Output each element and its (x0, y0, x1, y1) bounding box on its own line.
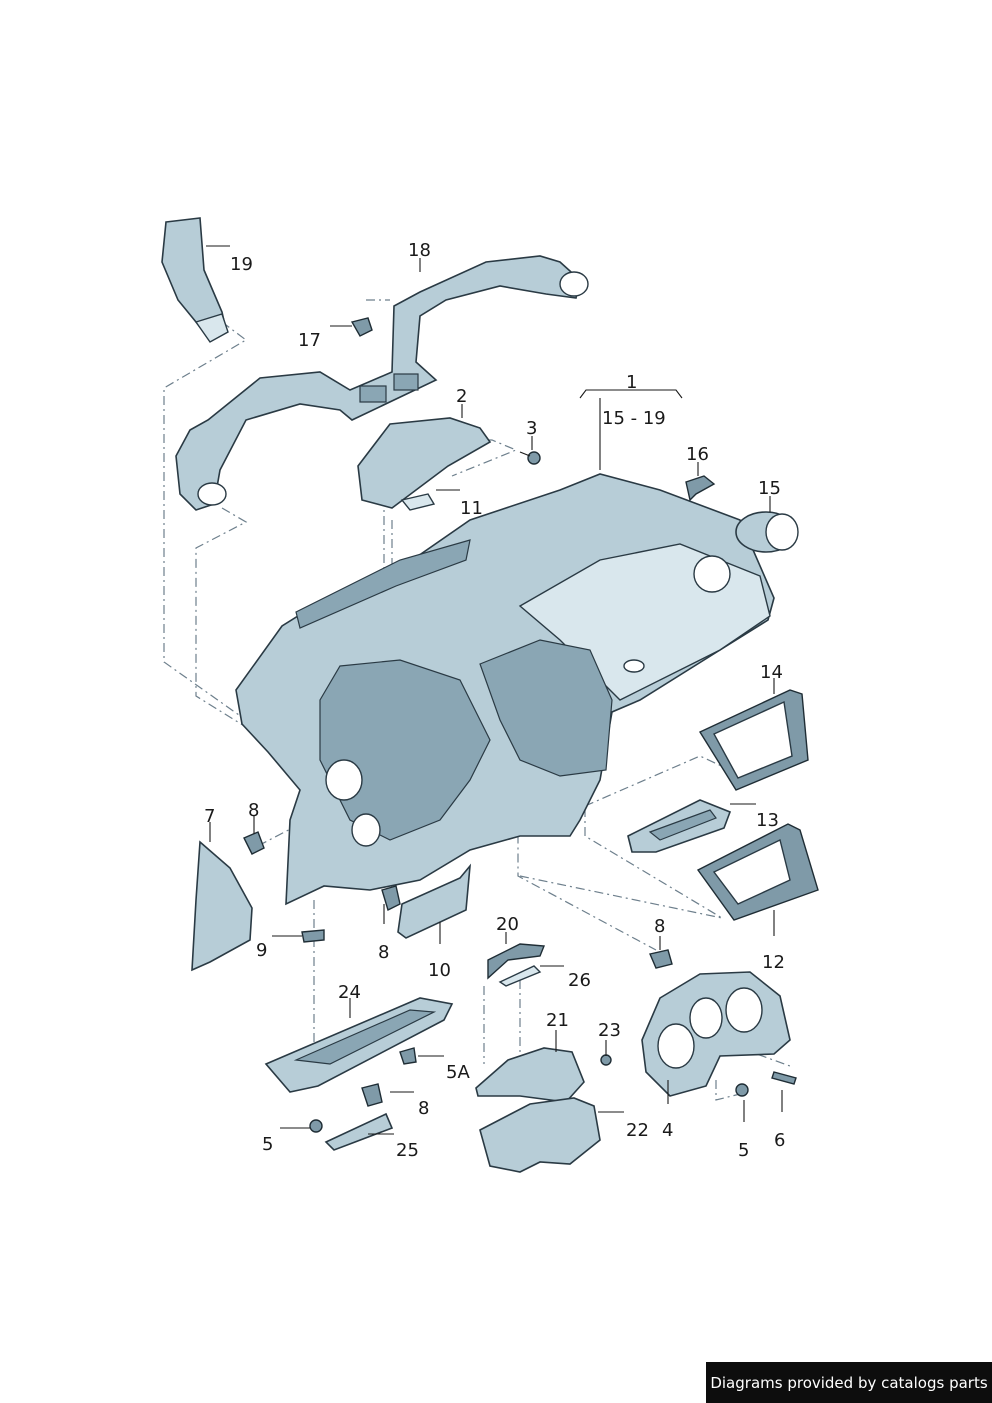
part-4-instrument-cluster[interactable] (641, 971, 791, 1097)
callout-8-a: 8 (248, 800, 259, 821)
part-6-pin[interactable] (771, 1071, 797, 1085)
part-21-column-shroud-upper[interactable] (475, 1047, 585, 1103)
part-5A-clip[interactable] (399, 1047, 417, 1065)
part-14-trim-frame[interactable] (698, 689, 809, 791)
part-8-clip-right[interactable] (649, 949, 673, 969)
part-8-clip-bottom[interactable] (361, 1083, 383, 1107)
part-5-screw-left[interactable] (309, 1119, 323, 1133)
callout-1: 1 (626, 372, 637, 393)
part-13-storage-tray[interactable] (627, 799, 732, 853)
callout-3: 3 (526, 418, 537, 439)
callout-25: 25 (396, 1140, 419, 1161)
callout-2: 2 (456, 386, 467, 407)
part-15-vent[interactable] (735, 511, 799, 553)
part-8-clip-lower[interactable] (381, 885, 401, 911)
callout-21: 21 (546, 1010, 569, 1031)
callout-4: 4 (662, 1120, 673, 1141)
part-7-side-trim[interactable] (191, 840, 253, 972)
callout-8-c: 8 (654, 916, 665, 937)
part-10-cover[interactable] (397, 863, 472, 939)
callout-26: 26 (568, 970, 591, 991)
callout-10: 10 (428, 960, 451, 981)
callout-19: 19 (230, 254, 253, 275)
callout-16: 16 (686, 444, 709, 465)
leader-lines (206, 245, 783, 1135)
callout-5-left: 5 (262, 1134, 273, 1155)
callout-8-b: 8 (378, 942, 389, 963)
part-26-seal[interactable] (498, 965, 542, 987)
callout-20: 20 (496, 914, 519, 935)
callout-22: 22 (626, 1120, 649, 1141)
part-16-vent-trim[interactable] (685, 475, 716, 502)
callout-15: 15 (758, 478, 781, 499)
part-20-bracket[interactable] (487, 943, 546, 980)
part-9-fastener[interactable] (301, 929, 325, 943)
part-18-center-duct[interactable] (175, 255, 589, 511)
callout-5A: 5A (446, 1062, 470, 1083)
callout-17: 17 (298, 330, 321, 351)
callout-labels: 19 18 17 1 15 - 19 2 3 16 15 11 14 13 12… (204, 240, 785, 1161)
callout-9: 9 (256, 940, 267, 961)
callout-23: 23 (598, 1020, 621, 1041)
part-25-bracket[interactable] (324, 1112, 394, 1151)
part-1-dashboard[interactable] (235, 473, 775, 906)
part-17-clip[interactable] (350, 317, 373, 337)
part-2-cover[interactable] (357, 417, 492, 509)
callout-6: 6 (774, 1130, 785, 1151)
part-3-screw[interactable] (519, 451, 541, 465)
callout-18: 18 (408, 240, 431, 261)
part-24-lower-trim[interactable] (264, 997, 454, 1093)
part-22-column-shroud-lower[interactable] (479, 1097, 601, 1173)
part-8-clip[interactable] (243, 831, 265, 855)
callout-7: 7 (204, 806, 215, 827)
part-23-screw[interactable] (600, 1054, 612, 1066)
part-12-trim-frame[interactable] (696, 823, 819, 921)
part-5-screw-right[interactable] (735, 1083, 749, 1097)
callout-14: 14 (760, 662, 783, 683)
callout-8-d: 8 (418, 1098, 429, 1119)
callout-5-right: 5 (738, 1140, 749, 1161)
part-19-air-duct[interactable] (161, 217, 229, 343)
part-11-label[interactable] (400, 493, 436, 511)
callout-12: 12 (762, 952, 785, 973)
callout-11: 11 (460, 498, 483, 519)
callout-24: 24 (338, 982, 361, 1003)
callout-1-range: 15 - 19 (602, 408, 666, 429)
credit-banner: Diagrams provided by catalogs parts (706, 1362, 992, 1403)
callout-13: 13 (756, 810, 779, 831)
